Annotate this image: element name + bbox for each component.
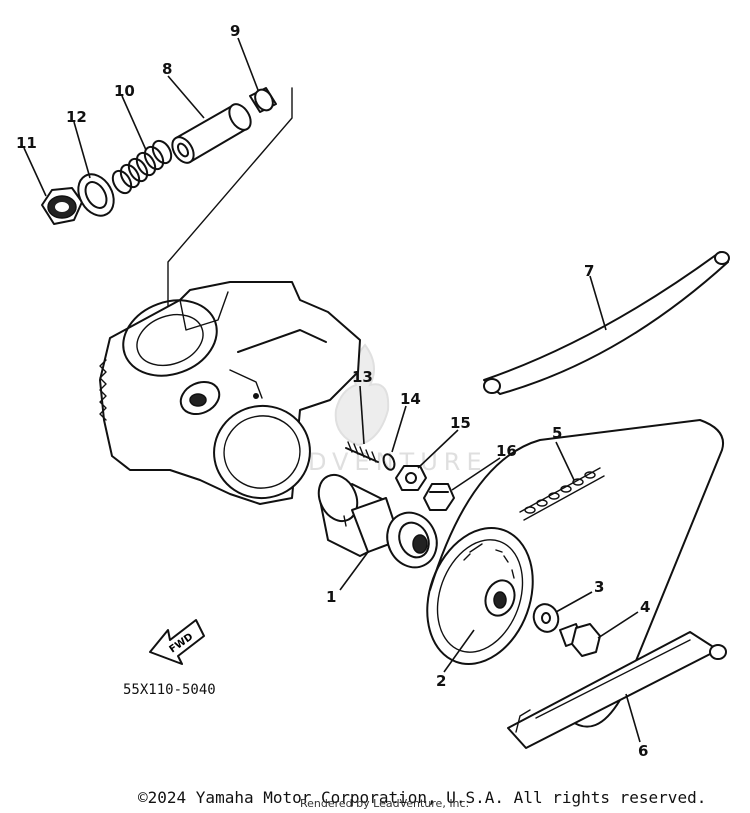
sprocket-bolt [559, 623, 601, 657]
callout-5: 5 [552, 424, 562, 442]
cam-chain [429, 419, 724, 728]
tensioner-spring [111, 139, 173, 195]
flange-nut [395, 465, 427, 491]
chain-links [524, 471, 596, 514]
crankcase-body [99, 281, 361, 505]
callout-12: 12 [66, 108, 87, 126]
callout-15: 15 [450, 414, 471, 432]
callout-4: 4 [640, 598, 650, 616]
callout-6: 6 [638, 742, 648, 760]
callout-7: 7 [584, 262, 594, 280]
rendered-by-credit: Rendered by LeadVenture, Inc. [300, 797, 470, 810]
callout-10: 10 [114, 82, 135, 100]
stud-bolt [345, 441, 379, 463]
callout-labels: 1 2 3 4 5 6 7 8 9 10 11 12 13 14 15 16 [16, 22, 650, 760]
camshaft [317, 473, 438, 569]
copyright-notice: ©2024 Yamaha Motor Corporation, U.S.A. A… [138, 788, 707, 807]
callout-2: 2 [436, 672, 446, 690]
plunger-cap [249, 87, 277, 113]
callout-16: 16 [496, 442, 517, 460]
o-ring [382, 453, 396, 471]
callout-8: 8 [162, 60, 172, 78]
exploded-view-drawing: LEADVENTURE [16, 22, 730, 760]
callout-3: 3 [594, 578, 604, 596]
leader-lines [23, 37, 641, 743]
tensioner-plunger [171, 103, 252, 164]
chain-guide-upper [483, 251, 730, 395]
callout-9: 9 [230, 22, 240, 40]
part-code: 55X110-5040 [123, 682, 216, 698]
cap-nut [423, 483, 455, 511]
washer-large [77, 173, 115, 217]
washer-small [532, 603, 560, 633]
fwd-direction-arrow: FWD [149, 619, 205, 665]
callout-14: 14 [400, 390, 421, 408]
cam-sprocket [426, 527, 534, 665]
cap-bolt [41, 187, 83, 225]
callout-11: 11 [16, 134, 37, 152]
callout-13: 13 [352, 368, 373, 386]
chain-guide-lower [507, 631, 727, 749]
callout-1: 1 [326, 588, 336, 606]
